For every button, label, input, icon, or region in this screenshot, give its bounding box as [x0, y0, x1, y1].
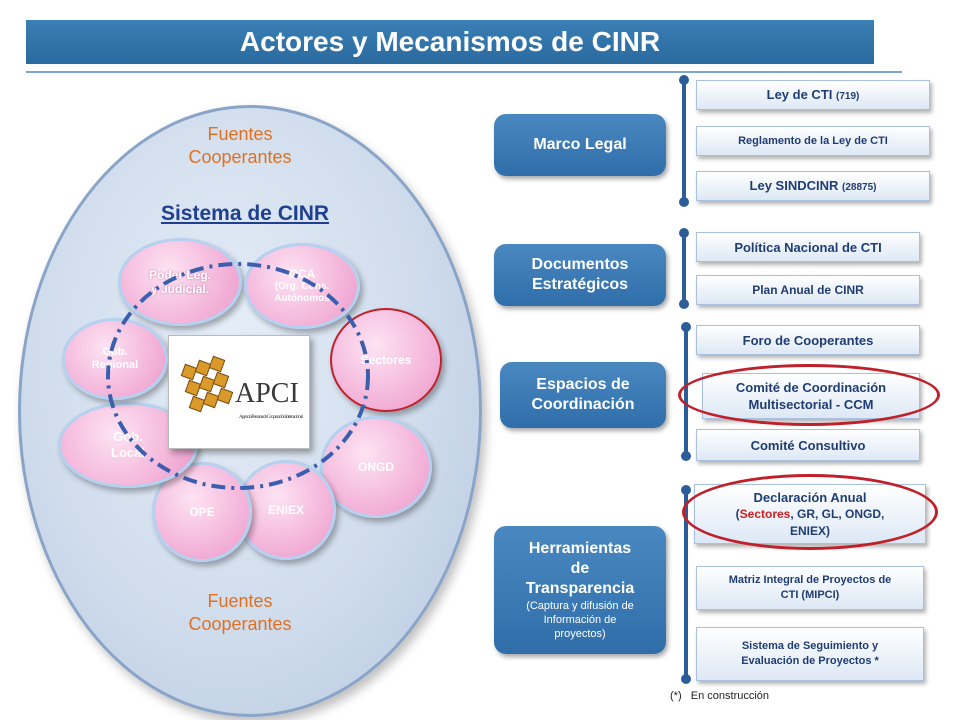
item-label: Comité Consultivo [750, 437, 866, 453]
item-matriz-integral: Matriz Integral de Proyectos de CTI (MIP… [696, 566, 924, 610]
system-title: Sistema de CINR [160, 202, 330, 225]
category-label: Documentos Estratégicos [531, 256, 629, 293]
title-divider [26, 71, 902, 73]
petal-label: OPE [189, 505, 215, 519]
item-ley-cti: Ley de CTI (719) [696, 80, 930, 110]
item-label: Reglamento de la Ley de CTI [738, 134, 888, 147]
item-sistema-seguimiento: Sistema de Seguimiento y Evaluación de P… [696, 627, 924, 681]
footnote: (*) En construcción [670, 690, 770, 702]
item-plan-anual: Plan Anual de CINR [696, 275, 920, 305]
petal-eniex: ENIEX [236, 460, 336, 560]
apci-logo-text: APCI [235, 378, 299, 409]
petal-sublabel: (Org. Cons. Autónomos [274, 281, 330, 304]
category-label: Herramientas de Transparencia [525, 540, 635, 597]
petal-ongd: ONGD [320, 416, 432, 518]
coordination-ring [106, 262, 370, 490]
category-sublabel: (Captura y difusión de Información de pr… [526, 600, 634, 640]
item-reglamento: Reglamento de la Ley de CTI [696, 126, 930, 156]
highlight-ring-declaracion [682, 474, 938, 550]
category-documentos: Documentos Estratégicos [494, 244, 666, 306]
apci-logo-graphic: APCI Agencia Peruana de Cooperación Inte… [180, 355, 303, 420]
petal-label: Gob. Regional [91, 346, 139, 371]
apci-logo-subtitle: Agencia Peruana de Cooperación Internaci… [239, 414, 303, 420]
category-label: Espacios de Coordinación [531, 376, 635, 413]
petal-label: ONGD [358, 460, 394, 474]
connector-dot [679, 299, 689, 309]
item-label: Plan Anual de CINR [752, 282, 864, 297]
item-foro-cooperantes: Foro de Cooperantes [696, 325, 920, 355]
apci-logo: APCI Agencia Peruana de Cooperación Inte… [168, 335, 310, 449]
item-label: Ley SINDCINR [749, 177, 842, 193]
category-label: Marco Legal [533, 136, 627, 153]
fuentes-cooperantes-bottom: Fuentes Cooperantes [188, 591, 292, 634]
page-title: Actores y Mecanismos de CINR [26, 20, 874, 64]
item-label: Política Nacional de CTI [734, 239, 882, 255]
petal-label: Sectores [360, 353, 412, 367]
item-label: Sistema de Seguimiento y Evaluación de P… [741, 640, 879, 667]
category-marco-legal: Marco Legal [494, 114, 666, 176]
connector-dot [681, 674, 691, 684]
item-label: Ley de CTI [766, 86, 836, 102]
category-espacios: Espacios de Coordinación [500, 362, 666, 428]
petal-gob-regional: Gob. Regional [62, 318, 168, 400]
petal-sectores: Sectores [330, 308, 442, 412]
item-politica-nacional: Política Nacional de CTI [696, 232, 920, 262]
item-comite-consultivo: Comité Consultivo [696, 429, 920, 461]
petal-label: ENIEX [267, 503, 304, 517]
fuentes-cooperantes-top: Fuentes Cooperantes [188, 124, 292, 167]
category-herramientas: Herramientas de Transparencia (Captura y… [494, 526, 666, 654]
item-label: Matriz Integral de Proyectos de CTI (MIP… [728, 574, 892, 601]
item-ley-sindcinr: Ley SINDCINR (28875) [696, 171, 930, 201]
item-label: Foro de Cooperantes [742, 332, 874, 348]
item-number: (28875) [842, 181, 877, 193]
connector-line [684, 490, 688, 680]
highlight-ring-ccm [678, 364, 940, 426]
connector-dot [679, 197, 689, 207]
connector-line [682, 233, 686, 305]
connector-dot [681, 451, 691, 461]
connector-line [682, 80, 686, 204]
item-number: (719) [836, 90, 860, 102]
petal-oca: OCA (Org. Cons. Autónomos [244, 243, 360, 329]
petal-poder-legislativo: Poder Leg. y Judicial. [118, 238, 242, 326]
